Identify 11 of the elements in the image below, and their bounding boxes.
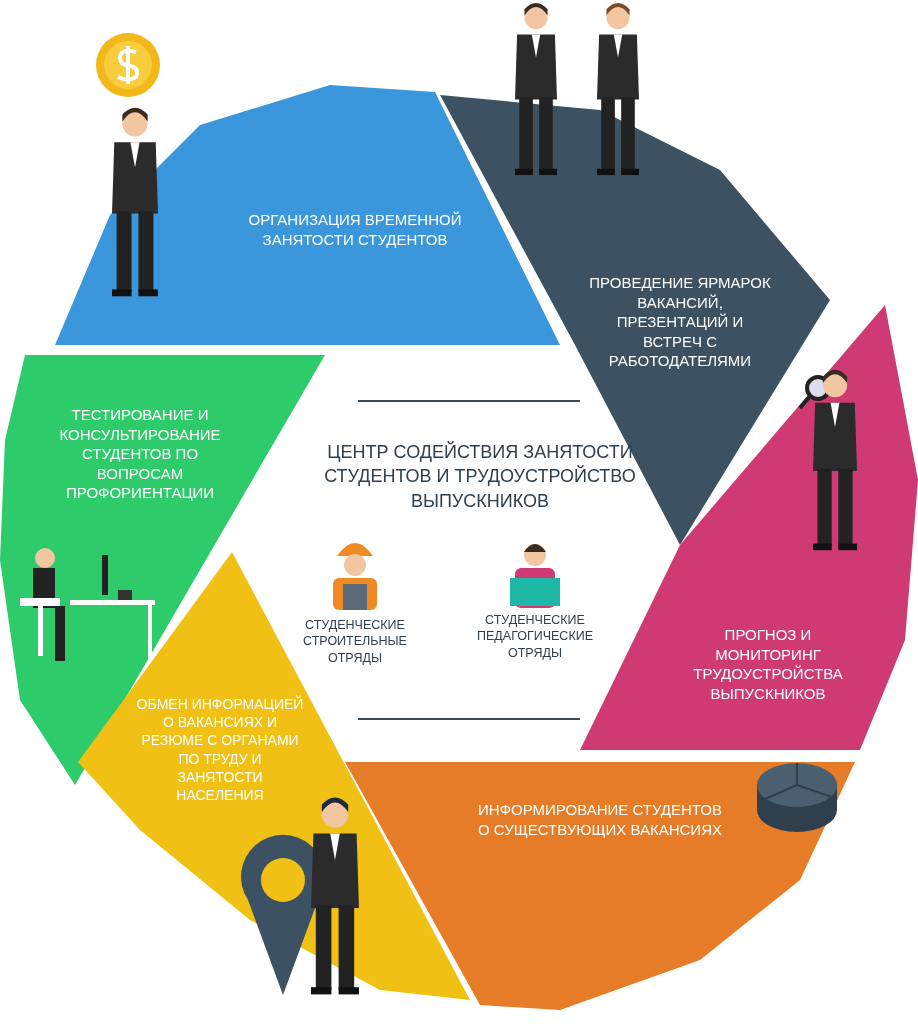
segment-text: ПРОВЕДЕНИЕ ЯРМАРОК ВАКАНСИЙ, ПРЕЗЕНТАЦИЙ И ВСТРЕЧ С РАБОТОДАТЕЛЯМИ: [588, 273, 772, 371]
segment-text: ИНФОРМИРОВАНИЕ СТУДЕНТОВ О СУЩЕСТВУЮЩИХ ВАКАНСИЯХ: [477, 800, 723, 839]
icon-caption: СТУДЕНЧЕСКИЕ ПЕДАГОГИЧЕСКИЕ ОТРЯДЫ: [476, 612, 594, 661]
segment-text: ОРГАНИЗАЦИЯ ВРЕМЕННОЙ ЗАНЯТОСТИ СТУДЕНТОВ: [247, 210, 463, 249]
segment-panel: [345, 762, 855, 1010]
icon-caption: СТУДЕНЧЕСКИЕ СТРОИТЕЛЬНЫЕ ОТРЯДЫ: [302, 617, 408, 666]
segment-text: ОБМЕН ИНФОРМАЦИЕЙ О ВАКАНСИЯХ И РЕЗЮМЕ С ОРГАНАМИ ПО ТРУДУ И ЗАНЯТОСТИ НАСЕЛЕНИЯ: [136, 695, 304, 805]
segment-panel: [55, 85, 560, 345]
center-title: ЦЕНТР СОДЕЙСТВИЯ ЗАНЯТОСТИ СТУДЕНТОВ И ТРУДОУСТРОЙСТВО ВЫПУСКНИКОВ: [323, 440, 637, 513]
segment-text: ПРОГНОЗ И МОНИТОРИНГ ТРУДОУСТРОЙСТВА ВЫПУСКНИКОВ: [692, 625, 844, 703]
segment-text: ТЕСТИРОВАНИЕ И КОНСУЛЬТИРОВАНИЕ СТУДЕНТОВ ПО ВОПРОСАМ ПРОФОРИЕНТАЦИИ: [58, 405, 222, 503]
